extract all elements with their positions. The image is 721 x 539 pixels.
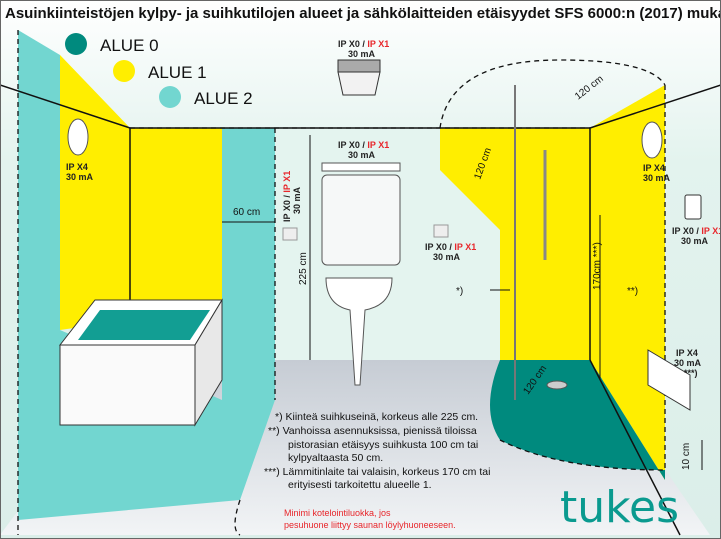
legend-zone1: ALUE 1 bbox=[148, 63, 207, 82]
svg-text:pistorasian etäisyys suihkusta: pistorasian etäisyys suihkusta 100 cm ta… bbox=[288, 439, 478, 451]
dim-170cm: 170cm ***) bbox=[592, 242, 603, 290]
svg-text:***) Lämmitinlaite tai valaisi: ***) Lämmitinlaite tai valaisin, korkeus… bbox=[264, 466, 490, 478]
wall-light-right-rating: IP X4 30 mA bbox=[643, 163, 671, 183]
svg-text:IP X0 / IP X1: IP X0 / IP X1 bbox=[425, 242, 476, 252]
red-note: Minimi kotelointiluokka, jos pesuhuone l… bbox=[284, 508, 456, 530]
legend-zone2: ALUE 2 bbox=[194, 89, 253, 108]
socket-icon bbox=[433, 224, 449, 238]
zone1-shower-side bbox=[590, 85, 665, 480]
svg-text:Minimi kotelointiluokka, jos: Minimi kotelointiluokka, jos bbox=[284, 508, 391, 518]
dim-225cm: 225 cm bbox=[298, 252, 309, 285]
svg-text:*) Kiinteä suihkuseinä, korkeu: *) Kiinteä suihkuseinä, korkeus alle 225… bbox=[275, 411, 478, 423]
svg-text:IP X4: IP X4 bbox=[676, 348, 698, 358]
marker-star1: *) bbox=[456, 286, 463, 297]
legend-swatch-zone0 bbox=[65, 33, 87, 55]
mirror-light-rating: IP X0 / IP X1 30 mA bbox=[338, 140, 389, 160]
svg-text:IP X0 / IP X1: IP X0 / IP X1 bbox=[282, 171, 292, 222]
mirror bbox=[321, 174, 401, 266]
mirror-light bbox=[321, 162, 401, 172]
sink bbox=[325, 277, 393, 386]
socket-icon bbox=[282, 227, 298, 241]
zone1-back-wall bbox=[130, 128, 222, 300]
svg-text:30 mA: 30 mA bbox=[348, 150, 376, 160]
dimension-arrows bbox=[222, 135, 703, 470]
wall-light-left-rating: IP X4 30 mA bbox=[66, 162, 94, 182]
socket-rating-left: IP X0 / IP X1 30 mA bbox=[282, 171, 302, 222]
wall-light-right-icon bbox=[641, 121, 663, 159]
svg-text:30 mA: 30 mA bbox=[433, 252, 461, 262]
ceiling-lamp-icon bbox=[337, 59, 381, 73]
switch-rating: IP X0 / IP X1 30 mA bbox=[672, 226, 721, 246]
wall-light-left-icon bbox=[67, 118, 89, 156]
svg-text:30 mA: 30 mA bbox=[674, 358, 702, 368]
heater-rating: IP X4 30 mA ***) bbox=[674, 348, 702, 378]
svg-text:erityisesti tarkoitettu alueel: erityisesti tarkoitettu alueelle 1. bbox=[288, 479, 432, 491]
svg-text:**) Vanhoissa asennuksissa, pi: **) Vanhoissa asennuksissa, pienissä til… bbox=[268, 425, 477, 437]
dim-10cm: 10 cm bbox=[681, 443, 692, 470]
footnotes: *) Kiinteä suihkuseinä, korkeus alle 225… bbox=[264, 411, 490, 491]
svg-text:30 mA: 30 mA bbox=[292, 186, 302, 214]
marker-star2: **) bbox=[627, 286, 638, 297]
svg-text:IP X4: IP X4 bbox=[643, 163, 665, 173]
dim-60cm: 60 cm bbox=[233, 207, 260, 218]
svg-text:kylpyaltaasta 50 cm.: kylpyaltaasta 50 cm. bbox=[288, 452, 383, 464]
svg-text:IP X0 / IP X1: IP X0 / IP X1 bbox=[338, 39, 389, 49]
svg-text:IP X0 / IP X1: IP X0 / IP X1 bbox=[338, 140, 389, 150]
svg-text:IP X0 / IP X1: IP X0 / IP X1 bbox=[672, 226, 721, 236]
ceiling-lamp-rating: IP X0 / IP X1 30 mA bbox=[338, 39, 389, 59]
legend-zone0: ALUE 0 bbox=[100, 36, 159, 55]
legend-swatch-zone1 bbox=[113, 60, 135, 82]
svg-text:30 mA: 30 mA bbox=[348, 49, 376, 59]
floor-drain-icon bbox=[546, 380, 568, 390]
switch-icon bbox=[684, 194, 702, 220]
heater-icon bbox=[647, 349, 691, 411]
svg-text:30 mA: 30 mA bbox=[681, 236, 709, 246]
tukes-logo: tukes bbox=[560, 482, 679, 533]
socket-rating-right: IP X0 / IP X1 30 mA bbox=[425, 242, 476, 262]
svg-text:30 mA: 30 mA bbox=[66, 172, 94, 182]
svg-text:pesuhuone liittyy saunan löyly: pesuhuone liittyy saunan löylyhuoneeseen… bbox=[284, 520, 456, 530]
svg-text:IP X4: IP X4 bbox=[66, 162, 88, 172]
bathtub bbox=[58, 298, 223, 427]
zone-boundaries bbox=[17, 30, 666, 536]
svg-text:30 mA: 30 mA bbox=[643, 173, 671, 183]
zone0-shower-floor bbox=[490, 360, 665, 480]
page-title: Asuinkiinteistöjen kylpy- ja suihkutiloj… bbox=[5, 5, 721, 22]
zone2-back-strip bbox=[222, 128, 275, 420]
svg-text:***): ***) bbox=[684, 368, 698, 378]
legend-swatch-zone2 bbox=[159, 86, 181, 108]
